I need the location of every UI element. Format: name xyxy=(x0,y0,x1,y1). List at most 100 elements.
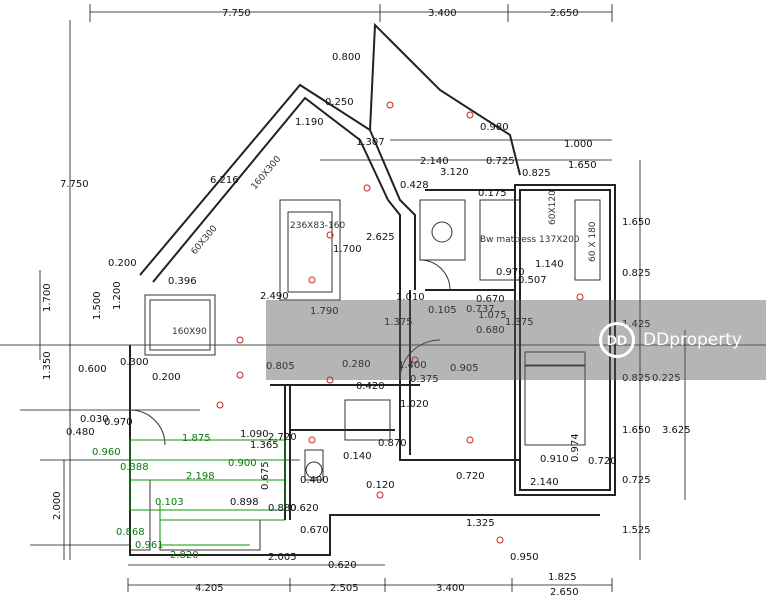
dim-right-2: 1.425 xyxy=(622,319,651,330)
watermark-banner: DD DDproperty xyxy=(266,300,766,380)
dim-right-0: 1.650 xyxy=(622,217,651,228)
ddproperty-logo-icon: DD xyxy=(599,322,636,358)
dim-int-41: 0.870 xyxy=(378,438,407,449)
mattress-label: Bw mattress 137X200 xyxy=(480,235,580,245)
dim-top-0: 7.750 xyxy=(222,8,251,19)
dim-int-29: 1.010 xyxy=(396,292,425,303)
dim-int-54: 0.720 xyxy=(456,471,485,482)
dim-left-6: 0.030 xyxy=(80,414,109,425)
dim-bottom-4: 2.650 xyxy=(550,587,579,598)
dim-int-60: 0.507 xyxy=(518,275,547,286)
dim-int-37: 1.020 xyxy=(400,399,429,410)
dim-int-59: 0.970 xyxy=(496,267,525,278)
dim-right-6: 3.625 xyxy=(662,425,691,436)
dim-int-30: 0.670 xyxy=(476,294,505,305)
dim-bottom-1: 2.505 xyxy=(330,583,359,594)
dim-int-50: 0.620 xyxy=(328,560,357,571)
dim-int-34: 0.375 xyxy=(410,374,439,385)
dim-int-0: 0.800 xyxy=(332,52,361,63)
dim-int-44: 0.400 xyxy=(300,475,329,486)
dim-int-46: 0.898 xyxy=(230,497,259,508)
light-fixtures xyxy=(216,101,584,544)
dim-int-45: 0.675 xyxy=(260,461,271,490)
dim-int-16: 3.120 xyxy=(440,167,469,178)
dim-int-13: 2.140 xyxy=(420,156,449,167)
dim-int-19: 0.175 xyxy=(478,188,507,199)
dim-int-57: 0.974 xyxy=(570,433,581,462)
dim-int-49: 0.670 xyxy=(300,525,329,536)
dim-left-5: 0.600 xyxy=(78,364,107,375)
dim-top-2: 2.650 xyxy=(550,8,579,19)
dim-int-17: 0.825 xyxy=(522,168,551,179)
dim-int-47: 0.880 xyxy=(268,503,297,514)
dim-int-28: 0.680 xyxy=(476,325,505,336)
sofa-label: 236X83-160 xyxy=(290,221,345,231)
dim-int-27: 1.375 xyxy=(505,317,534,328)
watermark-text: DDproperty xyxy=(643,330,742,350)
dim-bottom-0: 4.205 xyxy=(195,583,224,594)
dim-left-8: 2.000 xyxy=(52,491,63,520)
dim-int-39: 1.365 xyxy=(250,440,279,451)
dim-left-4: 1.350 xyxy=(42,351,53,380)
dim-int-10: 1.307 xyxy=(356,137,385,148)
dim-int-51: 2.005 xyxy=(268,552,297,563)
dim-int-36: 0.420 xyxy=(356,381,385,392)
dim-int-23: 1.375 xyxy=(384,317,413,328)
dim-int-6: 0.300 xyxy=(120,357,149,368)
dim-left-2: 1.500 xyxy=(92,291,103,320)
dim-int-3: 6.216 xyxy=(210,175,239,186)
dimension-lines xyxy=(0,4,766,592)
dim-int-21: 1.700 xyxy=(333,244,362,255)
dim-int-22: 1.790 xyxy=(310,306,339,317)
dim-right-5: 1.650 xyxy=(622,425,651,436)
dim-top-1: 3.400 xyxy=(428,8,457,19)
table-label: 160X90 xyxy=(172,327,207,337)
interior-dimensions: 0.800 0.250 1.190 6.216 0.200 0.396 0.30… xyxy=(104,52,617,571)
dim-int-5: 0.396 xyxy=(168,276,197,287)
dim-int-40: 2.720 xyxy=(268,432,297,443)
dim-int-7: 0.200 xyxy=(152,372,181,383)
dim-int-18: 0.428 xyxy=(400,180,429,191)
dim-left-7: 0.480 xyxy=(66,427,95,438)
dim-bottom-3: 1.825 xyxy=(548,572,577,583)
dim-right-4: 0.225 xyxy=(652,373,681,384)
dim-kitchen-4: 0.900 xyxy=(228,458,257,469)
dim-int-9: 2.490 xyxy=(260,291,289,302)
dim-left-3: 1.200 xyxy=(112,281,123,310)
dim-int-25: 0.737 xyxy=(466,304,495,315)
dim-int-35: 0.905 xyxy=(450,363,479,374)
dim-int-32: 0.280 xyxy=(342,359,371,370)
dim-int-15: 1.650 xyxy=(568,160,597,171)
dim-int-38: 1.090 xyxy=(240,429,269,440)
dim-int-48: 0.620 xyxy=(290,503,319,514)
dim-int-1: 0.250 xyxy=(325,97,354,108)
dim-kitchen-1: 1.875 xyxy=(182,433,211,444)
dim-right-7: 0.725 xyxy=(622,475,651,486)
dim-int-52: 1.325 xyxy=(466,518,495,529)
closet-label: 60X120 xyxy=(548,190,558,225)
dim-int-24: 0.105 xyxy=(428,305,457,316)
furniture xyxy=(129,199,601,551)
dim-kitchen-8: 0.961 xyxy=(135,540,164,551)
dim-int-11: 0.980 xyxy=(480,122,509,133)
kitchen-dimensions: 0.960 1.875 0.388 2.198 0.900 0.103 0.86… xyxy=(92,433,257,561)
dim-int-2: 1.190 xyxy=(295,117,324,128)
dim-right-1: 0.825 xyxy=(622,268,651,279)
dimension-labels: 7.750 3.400 2.650 4.205 2.505 3.400 1.82… xyxy=(42,8,691,598)
dim-left-1: 1.700 xyxy=(42,283,53,312)
dim-kitchen-7: 2.820 xyxy=(170,550,199,561)
dim-int-56: 0.720 xyxy=(588,456,617,467)
dim-int-53: 0.950 xyxy=(510,552,539,563)
cabinet-label: 60 X 180 xyxy=(588,221,598,262)
dim-int-61: 0.910 xyxy=(540,454,569,465)
kitchen-layout xyxy=(129,439,286,546)
dim-int-43: 0.120 xyxy=(366,480,395,491)
dim-right-8: 1.525 xyxy=(622,525,651,536)
dim-int-42: 0.140 xyxy=(343,451,372,462)
dim-int-33: 1.400 xyxy=(398,360,427,371)
dim-kitchen-3: 2.198 xyxy=(186,471,215,482)
dim-right-3: 0.825 xyxy=(622,373,651,384)
dim-int-14: 0.725 xyxy=(486,156,515,167)
dim-int-4: 0.200 xyxy=(108,258,137,269)
